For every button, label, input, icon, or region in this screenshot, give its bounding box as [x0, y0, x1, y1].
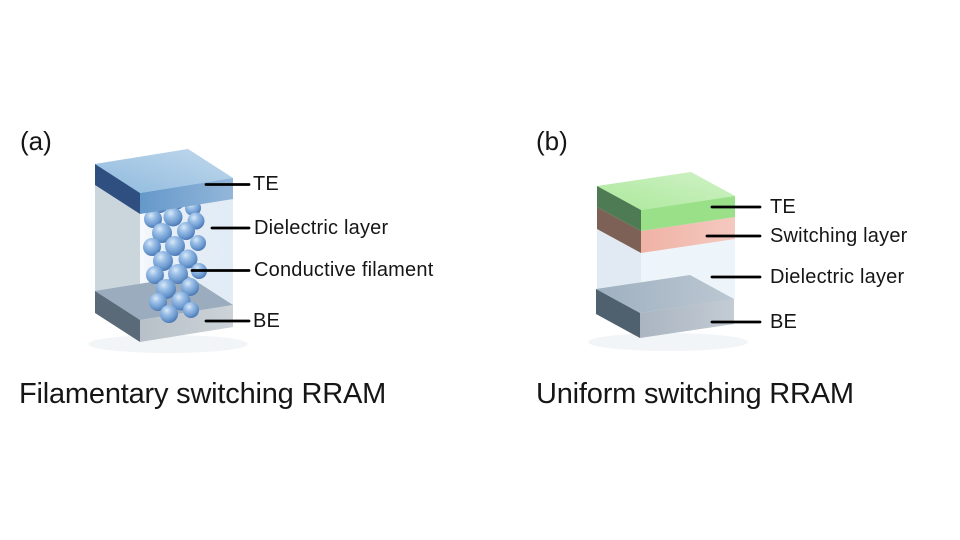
panel-a-shadow: [88, 335, 248, 353]
label-a-conductive-filament: Conductive filament: [254, 259, 434, 281]
label-b-switching-layer: Switching layer: [770, 225, 908, 247]
filament-sphere: [165, 236, 185, 256]
panel-a-be-left-face: [95, 291, 140, 342]
panel-b-device: [588, 172, 748, 351]
panel-b-shadow: [588, 333, 748, 351]
panel-b-caption: Uniform switching RRAM: [536, 378, 854, 410]
filament-sphere: [181, 278, 199, 296]
panel-b-be-top-highlight: [596, 275, 734, 313]
filament-sphere: [178, 249, 198, 269]
label-b-te: TE: [770, 196, 796, 218]
panel-a-caption: Filamentary switching RRAM: [19, 378, 387, 410]
label-b-dielectric-layer: Dielectric layer: [770, 266, 905, 288]
panel-a-te-left-face: [95, 164, 140, 214]
panel-b-be-left-face: [596, 289, 640, 338]
panel-b-te-top-highlight: [597, 172, 735, 210]
leader-lines: [190, 183, 762, 324]
panel-b-switching-left-face: [597, 207, 641, 253]
panel-a-letter: (a): [20, 126, 52, 156]
panel-a-te-front-highlight: [140, 178, 233, 214]
filament-sphere: [149, 293, 167, 311]
label-b-be: BE: [770, 311, 798, 333]
filament-sphere: [183, 302, 199, 318]
filament-sphere: [160, 305, 178, 323]
filament-sphere: [190, 235, 206, 251]
label-a-dielectric-layer: Dielectric layer: [254, 217, 389, 239]
panel-a-te-top-highlight: [95, 149, 233, 193]
panel-b-be-front-highlight: [640, 299, 734, 338]
panel-b-te-front-face: [641, 196, 735, 231]
filament-sphere: [168, 264, 188, 284]
filament-sphere: [177, 222, 195, 240]
panel-a-be-front-highlight: [140, 305, 233, 342]
panel-b-letter: (b): [536, 126, 568, 156]
filament-sphere: [163, 207, 183, 227]
filament-sphere: [152, 223, 172, 243]
panel-b-te-left-face: [597, 186, 641, 231]
panel-b-switching-front-highlight: [641, 217, 735, 253]
filament-sphere: [143, 238, 161, 256]
filament-sphere: [146, 266, 164, 284]
filament-sphere: [144, 210, 162, 228]
panel-a-device: [88, 149, 248, 353]
label-a-be: BE: [253, 310, 281, 332]
label-a-te: TE: [253, 173, 279, 195]
filament-sphere: [153, 251, 173, 271]
